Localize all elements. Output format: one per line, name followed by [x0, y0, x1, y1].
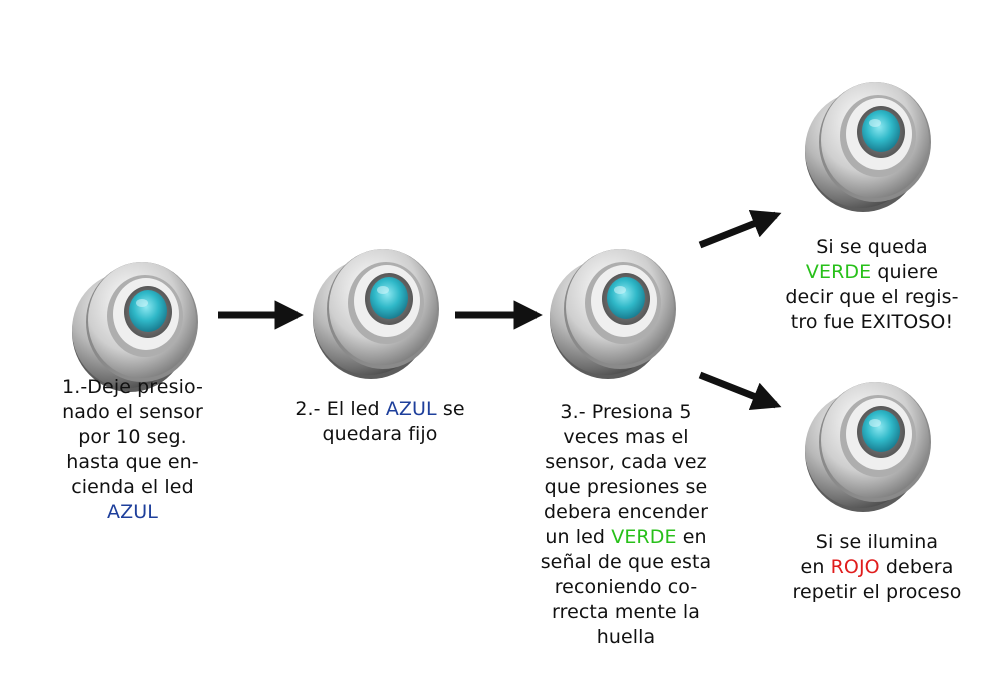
caption-text: rrecta mente la [552, 601, 700, 623]
highlight-word: VERDE [805, 261, 872, 283]
highlight-word: ROJO [830, 556, 880, 578]
caption-text: veces mas el [563, 426, 689, 448]
caption-line: quedara fijo [270, 422, 490, 447]
caption-line: rrecta mente la [515, 600, 737, 625]
caption-text: en [800, 556, 831, 578]
caption-line: cienda el led [40, 475, 225, 500]
caption-line: VERDE quiere [762, 260, 982, 285]
caption-line: huella [515, 625, 737, 650]
fingerprint-sensor-icon [303, 237, 453, 387]
caption-text: quiere [871, 261, 939, 283]
caption-line: por 10 seg. [40, 425, 225, 450]
caption-line: tro fue EXITOSO! [762, 310, 982, 335]
caption-text: debera encender [544, 501, 708, 523]
caption-text: se [436, 398, 465, 420]
caption-line: que presiones se [515, 475, 737, 500]
caption-text: Si se queda [816, 236, 928, 258]
caption-text: repetir el proceso [792, 581, 962, 603]
caption-line: repetir el proceso [772, 580, 982, 605]
caption-text: hasta que en- [66, 451, 199, 473]
step-1-caption: 1.-Deje presio-nado el sensor por 10 seg.… [40, 375, 225, 525]
caption-text: 3.- Presiona 5 [560, 401, 692, 423]
caption-text: tro fue EXITOSO! [790, 311, 954, 333]
caption-line: sensor, cada vez [515, 450, 737, 475]
caption-text: señal de que esta [540, 551, 712, 573]
caption-line: AZUL [40, 500, 225, 525]
caption-line: nado el sensor [40, 400, 225, 425]
step-3-caption: 3.- Presiona 5 veces mas el sensor, cada v… [515, 400, 737, 650]
caption-line: reconiendo co- [515, 575, 737, 600]
caption-text: huella [596, 626, 656, 648]
caption-text: un led [545, 526, 612, 548]
caption-text: 1.-Deje presio- [62, 376, 203, 398]
caption-line: 1.-Deje presio- [40, 375, 225, 400]
caption-text: Si se ilumina [815, 531, 939, 553]
caption-text: nado el sensor [62, 401, 203, 423]
caption-text: reconiendo co- [554, 576, 698, 598]
caption-text: que presiones se [544, 476, 708, 498]
caption-line: 2.- El led AZUL se [270, 397, 490, 422]
caption-line: señal de que esta [515, 550, 737, 575]
caption-line: hasta que en- [40, 450, 225, 475]
fingerprint-sensor-icon [62, 250, 212, 400]
caption-line: 3.- Presiona 5 [515, 400, 737, 425]
highlight-word: AZUL [107, 501, 158, 523]
caption-line: Si se queda [762, 235, 982, 260]
caption-text: cienda el led [71, 476, 194, 498]
fingerprint-sensor-icon [795, 70, 945, 220]
caption-text: por 10 seg. [78, 426, 187, 448]
caption-line: Si se ilumina [772, 530, 982, 555]
caption-line: decir que el regis- [762, 285, 982, 310]
caption-text: debera [879, 556, 954, 578]
highlight-word: VERDE [611, 526, 677, 548]
fingerprint-sensor-icon [795, 370, 945, 520]
caption-line: un led VERDE en [515, 525, 737, 550]
highlight-word: AZUL [385, 398, 437, 420]
caption-text: sensor, cada vez [545, 451, 707, 473]
caption-line: veces mas el [515, 425, 737, 450]
caption-text: decir que el regis- [785, 286, 959, 308]
caption-line: en ROJO debera [772, 555, 982, 580]
caption-text: 2.- El led [295, 398, 386, 420]
caption-text: en [676, 526, 707, 548]
fingerprint-sensor-icon [540, 237, 690, 387]
caption-text: quedara fijo [322, 423, 438, 445]
caption-line: debera encender [515, 500, 737, 525]
